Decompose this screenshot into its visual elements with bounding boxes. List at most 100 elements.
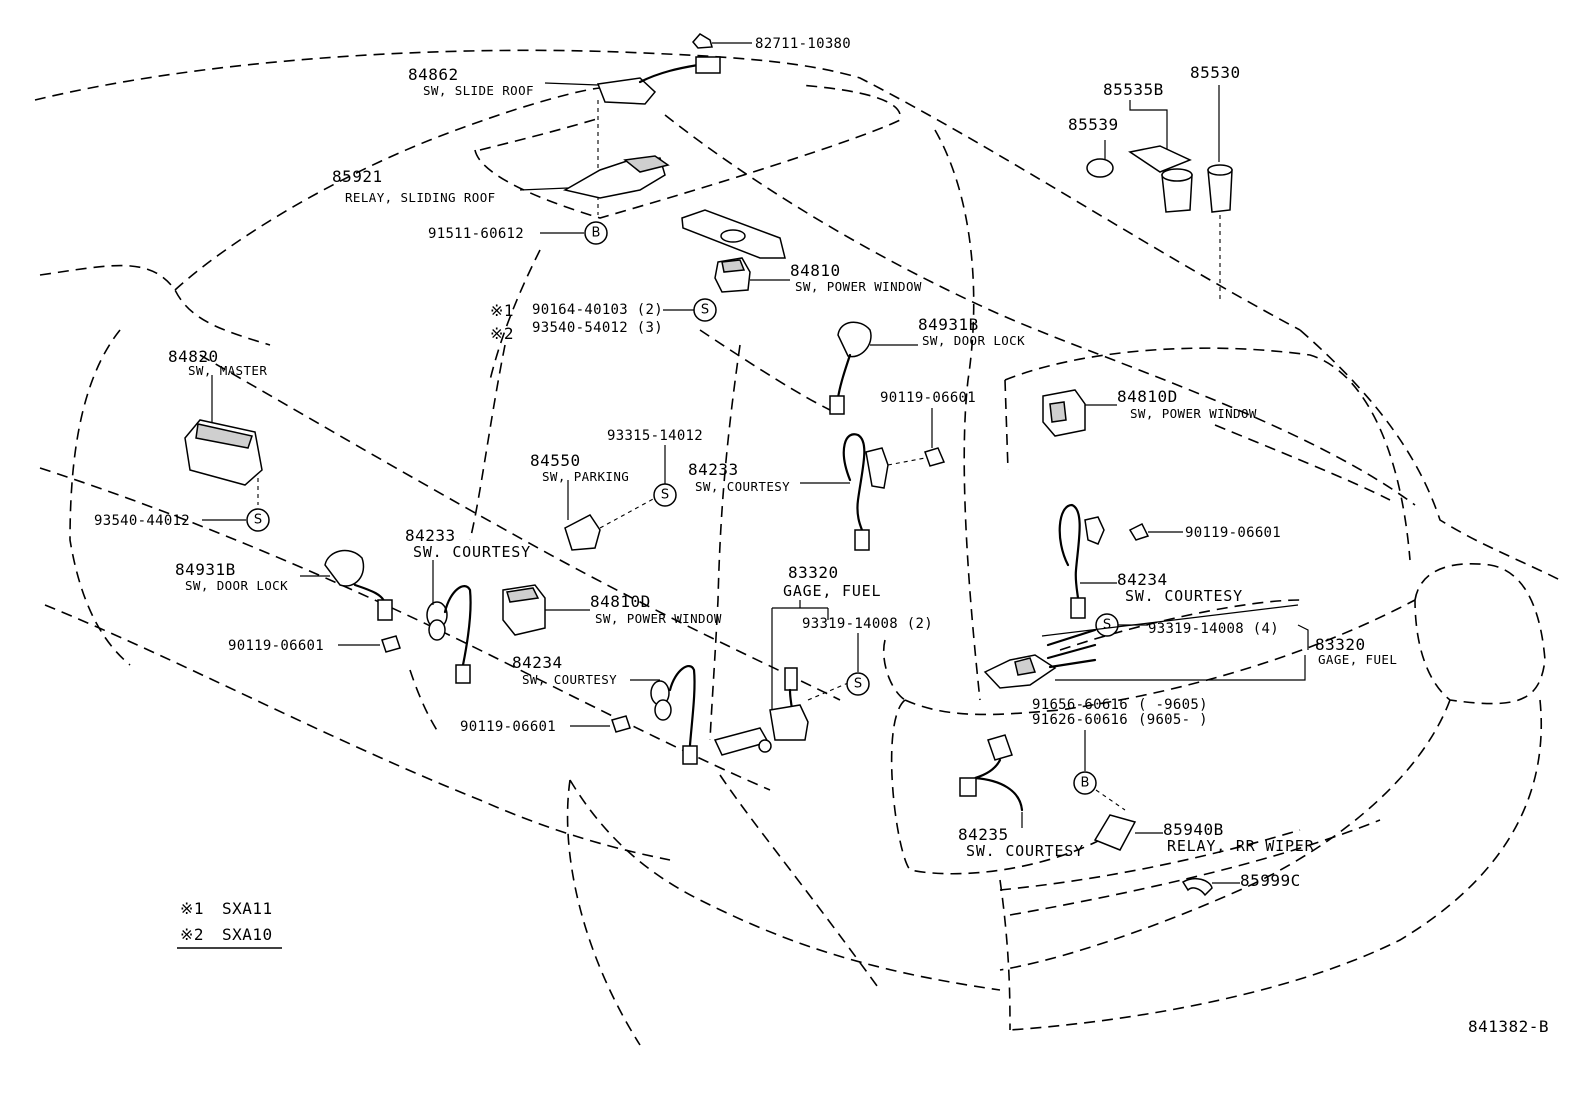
symbol-s-label: S xyxy=(701,303,709,318)
part-name-85921: RELAY, SLIDING ROOF xyxy=(345,190,496,205)
courtesy-switch-84234-rear-right[interactable]: 84234 SW. COURTESY xyxy=(1058,503,1243,619)
part-name-84550: SW, PARKING xyxy=(542,469,629,484)
part-name-84810d-rear: SW, POWER WINDOW xyxy=(1130,406,1257,421)
courtesy-switch-84233-front[interactable]: 84233 SW. COURTESY xyxy=(405,526,531,684)
screw-93319-center[interactable]: 93319-14008 (2) S xyxy=(802,616,933,696)
legend: ※1 SXA11 ※2 SXA10 xyxy=(177,899,282,949)
bolt-90119-center[interactable]: 90119-06601 xyxy=(880,390,976,467)
bolt-90119-left[interactable]: 90119-06601 xyxy=(228,635,401,654)
legend-text-2: SXA10 xyxy=(222,925,273,944)
symbol-s-icon xyxy=(246,508,270,532)
marker-1: ※1 xyxy=(490,301,514,320)
part-name-84234-rear-left: SW, COURTESY xyxy=(522,672,617,687)
part-number-85940b: 85940B xyxy=(1163,820,1224,839)
part-number-84234-rear-right: 84234 xyxy=(1117,570,1168,589)
screw-91656-91626[interactable]: 91656-60616 ( -9605) 91626-60616 (9605- … xyxy=(1032,697,1208,795)
power-window-switch-84810[interactable]: 84810 SW, POWER WINDOW xyxy=(714,257,922,294)
part-range-91626: (9605- ) xyxy=(1138,712,1208,728)
door-lock-switch-84931-upper[interactable]: 84931B SW, DOOR LOCK xyxy=(829,315,1025,415)
lighter-cap-icon xyxy=(1086,158,1114,178)
leader-dashed-bolt xyxy=(887,457,926,466)
part-name-84931-lower: SW, DOOR LOCK xyxy=(185,578,288,593)
rear-wiper-relay-85940b[interactable]: 85940B RELAY, RR WIPER xyxy=(1093,814,1315,855)
part-name-84810d-front: SW, POWER WINDOW xyxy=(595,611,722,626)
bracket-85999c[interactable]: 85999C xyxy=(1181,871,1301,897)
part-name-84810-roof: SW, POWER WINDOW xyxy=(795,279,922,294)
courtesy-switch-84233-center[interactable]: 84233 SW, COURTESY xyxy=(688,433,889,551)
trim-panel-hole xyxy=(720,229,746,243)
courtesy-switch-84234-rear-left[interactable]: 84234 SW, COURTESY xyxy=(512,653,698,765)
lighter-group[interactable]: 85535B 85530 85539 xyxy=(1068,63,1241,213)
part-number-83320-center: 83320 xyxy=(788,563,839,582)
symbol-s-icon xyxy=(846,672,870,696)
part-number-84235: 84235 xyxy=(958,825,1009,844)
part-number-84234-rear-left: 84234 xyxy=(512,653,563,672)
part-number-90119-rear-left: 90119-06601 xyxy=(460,719,556,735)
power-window-switch-84810d-rear[interactable]: 84810D SW, POWER WINDOW xyxy=(1042,387,1257,437)
part-name-83320-rear: GAGE, FUEL xyxy=(1318,652,1397,667)
part-number-91626: 91626-60616 xyxy=(1032,712,1128,728)
part-number-84810-roof: 84810 xyxy=(790,261,841,280)
fuel-gage-83320-center[interactable]: 83320 GAGE, FUEL xyxy=(713,563,881,756)
part-number-90119-rear-right: 90119-06601 xyxy=(1185,525,1281,541)
screw-93315[interactable]: 93315-14012 S xyxy=(607,428,703,507)
figure-code: 841382-B xyxy=(1468,1017,1549,1036)
courtesy-switch-84235[interactable]: 84235 SW. COURTESY xyxy=(958,734,1084,860)
part-number-93319-rear: 93319-14008 (4) xyxy=(1148,621,1279,637)
part-number-90119-left: 90119-06601 xyxy=(228,638,324,654)
sliding-roof-relay-85921[interactable]: 85921 RELAY, SLIDING ROOF xyxy=(332,155,670,205)
marker-2: ※2 xyxy=(490,324,514,343)
part-number-91656: 91656-60616 xyxy=(1032,697,1128,713)
leader-dashed-parking xyxy=(599,497,656,529)
bolt-90119-rear-left[interactable]: 90119-06601 xyxy=(460,715,631,735)
part-number-90164: 90164-40103 (2) xyxy=(532,302,663,318)
parking-switch-84550[interactable]: 84550 SW, PARKING xyxy=(530,451,629,551)
fuel-gage-83320-rear[interactable]: 83320 GAGE, FUEL xyxy=(983,628,1397,689)
part-number-84862: 84862 xyxy=(408,65,459,84)
leader-dashed-gage xyxy=(807,682,849,701)
screw-93540-44012[interactable]: 93540-44012 S xyxy=(94,508,270,532)
bolt-90119-rear-right[interactable]: 90119-06601 xyxy=(1128,522,1281,541)
part-number-93319-center: 93319-14008 (2) xyxy=(802,616,933,632)
clip-82711[interactable]: 82711-10380 xyxy=(692,33,851,52)
part-number-84810d-front: 84810D xyxy=(590,592,651,611)
slide-roof-switch-84862[interactable]: 84862 SW, SLIDE ROOF xyxy=(408,56,721,105)
symbol-s-label: S xyxy=(1103,618,1111,633)
part-number-85535b: 85535B xyxy=(1103,80,1164,99)
screw-91511[interactable]: 91511-60612 B xyxy=(428,221,608,245)
part-number-85530: 85530 xyxy=(1190,63,1241,82)
symbol-b-label: B xyxy=(1081,776,1090,791)
symbol-s-label: S xyxy=(854,677,862,692)
door-lock-switch-84931-lower[interactable]: 84931B SW, DOOR LOCK xyxy=(175,549,393,621)
part-name-84235: SW. COURTESY xyxy=(966,842,1084,860)
legend-text-1: SXA11 xyxy=(222,899,273,918)
legend-marker-1: ※1 xyxy=(180,899,204,918)
part-number-84931-upper: 84931B xyxy=(918,315,979,334)
part-number-85921: 85921 xyxy=(332,167,383,186)
part-number-83320-rear: 83320 xyxy=(1315,635,1366,654)
symbol-s-label: S xyxy=(254,513,262,528)
symbol-b-icon xyxy=(584,221,608,245)
part-number-85539: 85539 xyxy=(1068,115,1119,134)
part-number-84931-lower: 84931B xyxy=(175,560,236,579)
part-number-85999c: 85999C xyxy=(1240,871,1301,890)
lighter-element-icon xyxy=(1207,169,1233,213)
leader-dashed-relay xyxy=(1095,789,1126,811)
part-name-83320-center: GAGE, FUEL xyxy=(783,582,881,600)
part-name-84234-rear-right: SW. COURTESY xyxy=(1125,587,1243,605)
symbol-s-label: S xyxy=(661,488,669,503)
symbol-s-icon xyxy=(653,483,677,507)
part-number-84233-front: 84233 xyxy=(405,526,456,545)
part-name-84233-center: SW, COURTESY xyxy=(695,479,790,494)
part-number-84233-center: 84233 xyxy=(688,460,739,479)
part-number-93315: 93315-14012 xyxy=(607,428,703,444)
lighter-bezel-icon xyxy=(1128,145,1192,173)
screw-93319-rear[interactable]: S 93319-14008 (4) xyxy=(1041,604,1309,650)
part-number-84820: 84820 xyxy=(168,347,219,366)
power-window-switch-84810d-front[interactable]: 84810D SW, POWER WINDOW xyxy=(502,584,722,636)
part-number-93540-44012: 93540-44012 xyxy=(94,513,190,529)
part-name-84820: SW, MASTER xyxy=(188,363,267,378)
screw-set-90164-93540[interactable]: ※1 90164-40103 (2) ※2 93540-54012 (3) S xyxy=(490,298,717,343)
master-switch-84820[interactable]: 84820 SW, MASTER xyxy=(168,347,267,486)
